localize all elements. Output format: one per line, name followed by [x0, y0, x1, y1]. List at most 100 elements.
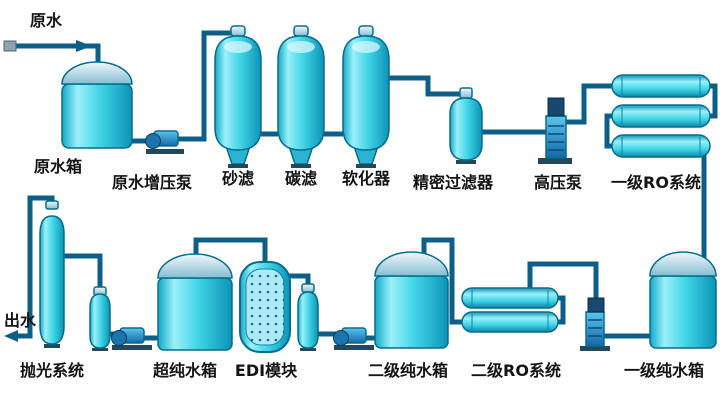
sand-filter-vessel: [214, 25, 262, 168]
pump-motor: [547, 97, 565, 117]
pipe-hp-pump-to-ro1: [566, 83, 612, 125]
pipe-cylinder-a-to-edi: [288, 273, 311, 284]
pipe-softener-to-precision: [389, 75, 460, 97]
ro-vessel: [611, 74, 711, 98]
tank-dome: [649, 251, 717, 277]
label-outlet: 出水: [4, 311, 37, 330]
ro-vessel: [461, 287, 559, 309]
filter-top-cap: [459, 87, 473, 99]
ro1-membrane-rack: [611, 74, 711, 158]
raw-inlet-fitting: [3, 40, 17, 52]
inlet-valve: [3, 40, 17, 52]
vessel-top-cap: [358, 25, 374, 37]
tank-body: [649, 275, 717, 349]
vessel-foot: [291, 164, 311, 168]
carbon-filter-vessel: [277, 25, 325, 168]
ro-end-seams: [471, 290, 549, 330]
pump-base: [580, 346, 610, 351]
flow-arrow-left-icon: [4, 330, 18, 342]
ro-vessel: [611, 134, 711, 158]
pure-water-tank-1: [649, 251, 717, 349]
label-softener: 软化器: [342, 169, 391, 188]
label-pure-tank1: 一级纯水箱: [624, 361, 704, 380]
label-carbon-filter: 碳滤: [285, 169, 317, 188]
transfer-pump-3: [333, 327, 374, 350]
tank-dome: [61, 61, 133, 85]
flow-arrow-right-icon: [76, 40, 92, 52]
vessel-foot: [356, 164, 376, 168]
pump-body: [545, 115, 567, 159]
high-pressure-pump: [538, 97, 572, 164]
ro-end-seams: [621, 77, 701, 155]
labels: 原水 原水箱 原水增压泵 砂滤 碳滤 软化器 精密过滤器 高压泵 一级RO系统 …: [4, 11, 704, 380]
transfer-pump-4: [111, 327, 152, 350]
tank-dome: [157, 253, 233, 279]
pump-base: [334, 345, 374, 350]
pump-body: [585, 311, 605, 347]
pump-volute: [145, 133, 161, 149]
pipe-ro2-to-tank2: [421, 237, 464, 325]
tank-body: [157, 277, 233, 351]
cylinder-body: [297, 291, 319, 349]
pipe-booster-to-sand: [178, 30, 232, 142]
ro2-membrane-rack: [461, 287, 559, 333]
pipe-cylinder-b-to-polisher: [64, 253, 103, 287]
raw-water-tank: [61, 61, 133, 149]
label-sand-filter: 砂滤: [222, 169, 254, 188]
vessel-sheen: [287, 41, 315, 53]
pump-stage-bands: [548, 125, 564, 151]
vessel-sheen: [352, 41, 380, 53]
pump-volute: [111, 330, 127, 346]
pure-water-tank-2: [374, 251, 449, 349]
vessel-top-cap: [230, 25, 246, 37]
label-raw-water: 原水: [30, 11, 63, 30]
transfer-pump-2: [580, 297, 610, 351]
label-polishing: 抛光系统: [20, 361, 84, 380]
pump-stage-bands: [588, 319, 602, 337]
tank-body: [374, 275, 449, 349]
pump-base: [146, 149, 184, 154]
tank-dome: [374, 251, 449, 277]
label-raw-water-tank: 原水箱: [34, 157, 82, 176]
booster-pump: [145, 130, 184, 154]
precision-filter: [449, 87, 483, 164]
edi-dot-texture: [246, 269, 284, 345]
pump-volute: [333, 330, 349, 346]
cylinder-cap: [301, 283, 315, 293]
column-body: [39, 215, 65, 345]
vessel-foot: [228, 164, 248, 168]
column-foot: [44, 344, 60, 348]
pump-base: [112, 345, 152, 350]
label-precision-filter: 精密过滤器: [413, 173, 494, 192]
label-booster-pump: 原水增压泵: [112, 173, 192, 192]
ro-vessel: [611, 104, 711, 128]
polishing-column: [39, 200, 65, 348]
vessel-top-cap: [293, 25, 309, 37]
pump-motor: [587, 297, 605, 313]
cylinder-body: [89, 293, 111, 349]
pipe-edi-to-tank3: [193, 237, 268, 262]
vessel-body: [342, 35, 390, 151]
cylinder-foot: [92, 348, 108, 351]
edi-module: [239, 261, 291, 353]
pipe-raw-inlet: [16, 43, 101, 62]
label-ro2: 二级RO系统: [471, 361, 561, 380]
label-ultrapure-tank: 超纯水箱: [152, 361, 217, 380]
label-pure-tank2: 二级纯水箱: [368, 361, 448, 380]
column-cap: [45, 200, 59, 210]
softener-vessel: [342, 25, 390, 168]
vessel-body: [214, 35, 262, 151]
vessel-sheen: [224, 41, 252, 53]
cylinder-a: [297, 283, 319, 351]
label-edi: EDI模块: [235, 361, 298, 380]
filter-foot: [456, 160, 476, 164]
pipe-pump2-to-ro2: [527, 261, 599, 300]
cylinder-foot: [300, 348, 316, 351]
ultrapure-water-tank: [157, 253, 233, 351]
label-hp-pump: 高压泵: [534, 173, 582, 192]
tank-body: [61, 83, 133, 149]
label-ro1: 一级RO系统: [611, 173, 701, 192]
filter-body: [449, 97, 483, 161]
